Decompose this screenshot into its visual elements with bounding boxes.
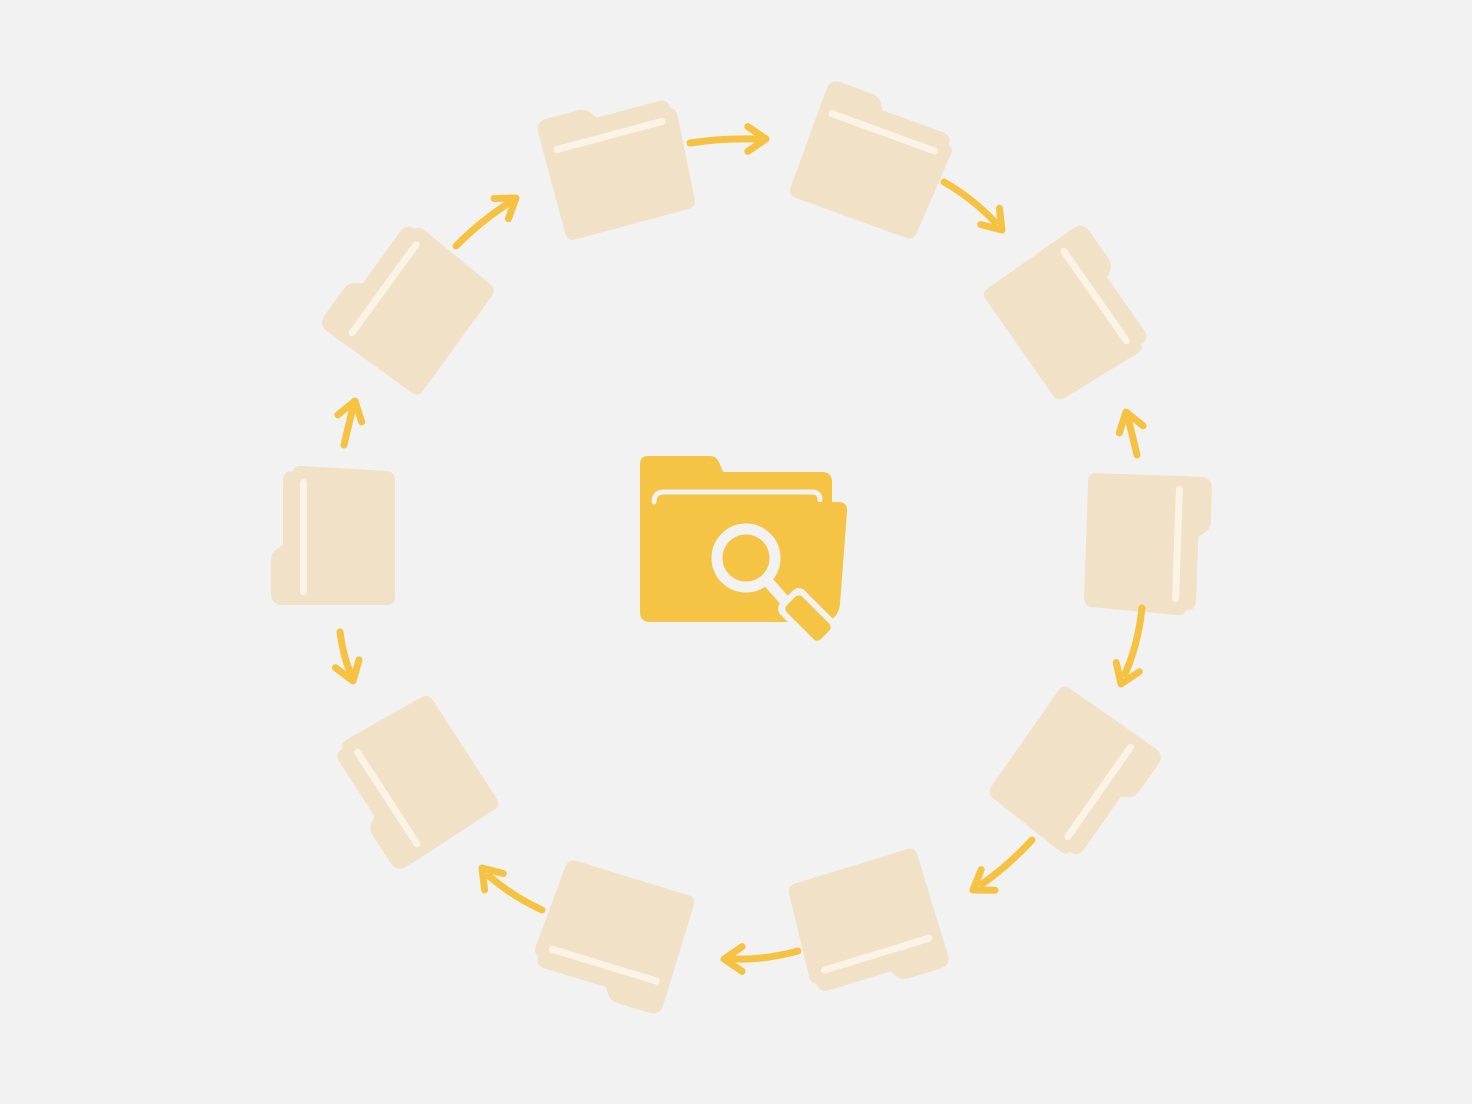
arrow-shaft <box>686 135 760 147</box>
ring-folder-icon-9 <box>271 465 395 605</box>
ring-folder-9 <box>271 465 395 605</box>
ring-folder-icon-3 <box>983 225 1147 400</box>
folder-search-icon <box>640 456 848 648</box>
arrow-head <box>1115 408 1147 437</box>
ring-folder-6 <box>788 848 949 991</box>
ring-folder-2 <box>789 81 952 239</box>
arrow-shaft <box>485 872 546 914</box>
arrow-shaft <box>940 178 999 226</box>
ring-folder-1 <box>537 100 695 240</box>
ring-folder-icon-2 <box>789 81 952 239</box>
arrow-icon-5 <box>969 836 1036 894</box>
arrow-icon-9 <box>334 397 366 449</box>
ring-folder-10 <box>321 226 494 395</box>
arrow-head <box>478 864 507 894</box>
ring-folder-7 <box>535 860 695 1014</box>
arrow-icon-1 <box>686 123 770 155</box>
arrow-shaft <box>340 407 356 449</box>
magnifier-lens <box>711 523 781 593</box>
arrow-head <box>720 943 746 975</box>
arrow-shaft <box>730 947 802 963</box>
ring-folder-icon-10 <box>321 226 494 395</box>
arrow-icon-3 <box>1115 408 1147 459</box>
arrow-icon-7 <box>478 864 546 914</box>
arrow-head <box>977 204 1006 234</box>
arrow-icon-10 <box>452 194 520 250</box>
arrow-icon-6 <box>720 943 802 975</box>
arrow-head <box>490 194 520 223</box>
magnifier-handle <box>778 588 838 648</box>
ring-folder-icon-7 <box>535 860 695 1014</box>
ring-folder-icon-1 <box>537 100 695 240</box>
arrow-head <box>334 397 366 426</box>
arrow-shaft <box>452 199 513 250</box>
arrow-head <box>744 123 770 155</box>
ring-folder-icon-8 <box>337 696 499 869</box>
ring-arrows <box>331 123 1147 975</box>
arrow-icon-2 <box>940 178 1006 234</box>
center-folder-search-icon <box>640 456 848 648</box>
arrow-shaft <box>978 836 1036 888</box>
ring-folder-icon-4 <box>1084 473 1212 616</box>
arrow-shaft <box>1121 604 1146 678</box>
ring-folder-3 <box>983 225 1147 400</box>
arrow-shaft <box>336 628 354 676</box>
arrow-icon-4 <box>1112 604 1146 688</box>
ring-folder-icon-6 <box>788 848 949 991</box>
arrow-head <box>1112 659 1143 688</box>
center-folder-paper <box>651 489 823 505</box>
arrow-shaft <box>1125 418 1141 459</box>
ring-folder-icon-5 <box>989 686 1161 855</box>
ring-folders <box>271 81 1212 1014</box>
ring-folder-5 <box>989 686 1161 855</box>
arrow-head <box>331 656 363 685</box>
ring-folder-4 <box>1084 473 1212 616</box>
ring-folder-8 <box>337 696 499 869</box>
magnifier-neck <box>764 578 792 608</box>
arrow-head <box>969 866 999 894</box>
arrow-icon-8 <box>331 628 363 685</box>
